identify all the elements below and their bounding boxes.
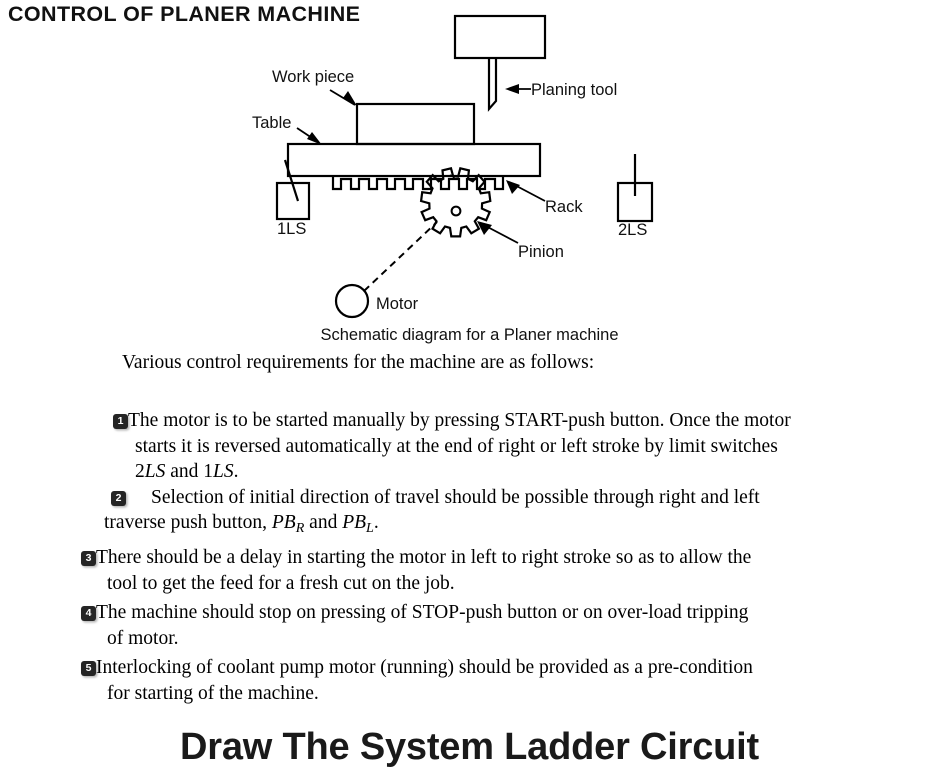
bottom-title: Draw The System Ladder Circuit [180, 726, 759, 768]
label-table: Table [252, 114, 291, 132]
table-slab [286, 142, 542, 178]
label-rack: Rack [545, 198, 583, 216]
requirement-5-line-2: for starting of the machine. [107, 682, 319, 704]
requirement-1-l3-prefix: 2 [135, 461, 145, 482]
symbol-pb-r-subscript: R [295, 519, 305, 536]
requirement-2-l2-mid: and [304, 512, 343, 533]
rack-strip [331, 176, 505, 191]
arrowhead-pinion [477, 221, 492, 235]
requirement-1-line-3: 2LS and 1LS. [113, 459, 937, 485]
page-title: CONTROL OF PLANER MACHINE [8, 2, 361, 26]
list-marker-1: 1 [113, 414, 128, 429]
requirement-2-l2-prefix: traverse push button, [104, 512, 272, 533]
requirement-2-line-1: Selection of initial direction of travel… [151, 486, 760, 508]
list-marker-5: 5 [81, 661, 96, 677]
label-pinion: Pinion [518, 243, 564, 261]
list-marker-2: 2 [111, 490, 126, 506]
leader-work-piece [329, 89, 356, 106]
symbol-2ls: LS [144, 461, 166, 482]
motor-shaft-dashed [363, 221, 438, 292]
requirement-4-line-2: of motor. [107, 627, 179, 649]
requirements-section: Various control requirements for the mac… [0, 350, 939, 706]
requirement-2-l2-suffix: . [373, 512, 379, 533]
requirement-5-line-1: Interlocking of coolant pump motor (runn… [96, 657, 753, 679]
diagram-canvas: Work piece Table Planing tool Rack Pinio… [252, 14, 654, 319]
planer-machine-diagram: Work piece Table Planing tool Rack Pinio… [0, 6, 939, 346]
requirement-1-l3-mid: and 1 [165, 461, 214, 482]
symbol-1ls: LS [213, 461, 234, 482]
requirement-1-line-1: The motor is to be started manually by p… [128, 410, 791, 431]
symbol-pb-l: PB [342, 512, 367, 533]
requirement-3-line-2: tool to get the feed for a fresh cut on … [107, 572, 455, 594]
pinion-hub [450, 205, 462, 217]
symbol-pb-r: PB [271, 512, 296, 533]
planing-tool-blade [487, 58, 498, 112]
list-marker-3: 3 [81, 551, 96, 567]
arrowhead-rack [506, 180, 520, 194]
requirement-2-line-2: traverse push button, PBR and PBL. [0, 510, 919, 541]
symbol-pb-l-subscript: L [366, 519, 374, 536]
requirement-1-line-2: starts it is reversed automatically at t… [135, 435, 778, 457]
list-marker-4: 4 [81, 606, 96, 622]
arrowhead-table [307, 132, 322, 145]
label-work-piece: Work piece [272, 68, 354, 86]
pinion-gear [419, 166, 492, 238]
requirement-4-line-1: The machine should stop on pressing of S… [96, 602, 749, 624]
requirement-item-2: 2 Selection of initial direction of trave… [0, 485, 939, 542]
limit-switch-1ls-actuator [283, 159, 300, 202]
label-motor: Motor [376, 295, 419, 313]
label-planing-tool: Planing tool [531, 81, 617, 99]
diagram-caption: Schematic diagram for a Planer machine [320, 326, 619, 344]
requirement-3-line-1: There should be a delay in starting the … [96, 547, 752, 569]
arrowhead-planing-tool [505, 84, 519, 94]
work-piece-block [355, 102, 476, 146]
planing-tool-head [453, 14, 547, 60]
requirements-intro: Various control requirements for the mac… [122, 352, 595, 373]
requirement-1-l3-suffix: . [233, 461, 239, 482]
arrowhead-work-piece [343, 91, 357, 106]
motor-symbol [334, 283, 370, 319]
label-limit-switch-1ls: 1LS [277, 220, 306, 238]
label-limit-switch-2ls: 2LS [618, 221, 647, 239]
